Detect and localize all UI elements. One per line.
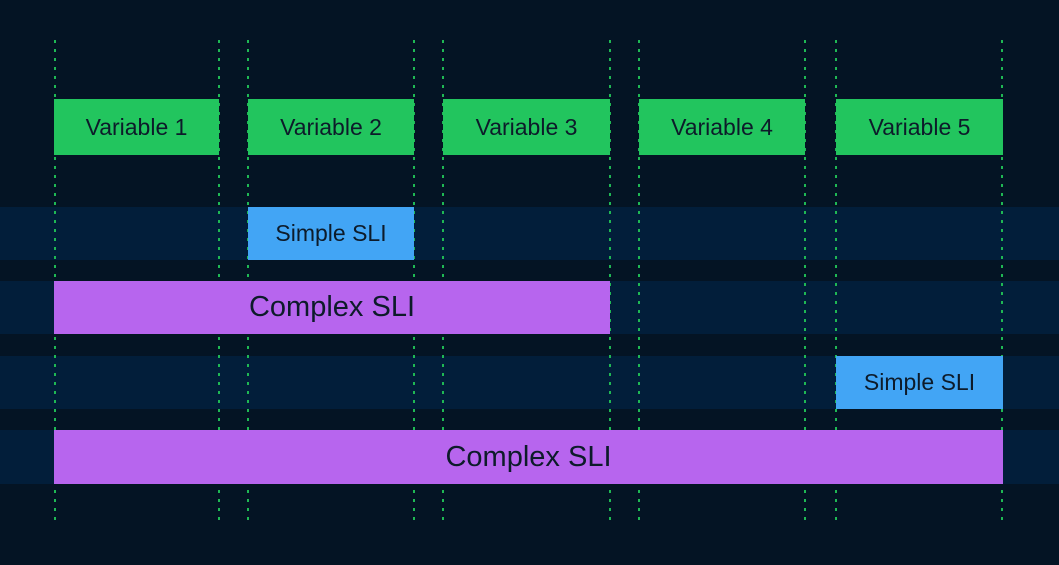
- complex-sli-bar[interactable]: Complex SLI: [54, 430, 1003, 484]
- variable-bar[interactable]: Variable 2: [248, 99, 414, 155]
- guide-10: [1001, 40, 1003, 526]
- complex-sli-label: Complex SLI: [248, 291, 415, 323]
- variable-bar[interactable]: Variable 1: [54, 99, 219, 155]
- guide-9: [835, 40, 837, 526]
- variable-bar-label: Variable 1: [85, 113, 188, 140]
- variable-bar[interactable]: Variable 5: [836, 99, 1003, 155]
- guide-6: [609, 40, 611, 526]
- variable-bar[interactable]: Variable 4: [639, 99, 805, 155]
- simple-sli-bar[interactable]: Simple SLI: [248, 207, 414, 260]
- simple-sli-label: Simple SLI: [863, 369, 976, 395]
- variable-bar[interactable]: Variable 3: [443, 99, 610, 155]
- variable-bar-label: Variable 4: [671, 113, 773, 140]
- complex-sli-bar[interactable]: Complex SLI: [54, 281, 610, 334]
- track-band-1: [0, 207, 1059, 260]
- variable-bar-label: Variable 5: [868, 113, 971, 140]
- simple-sli-bar[interactable]: Simple SLI: [836, 356, 1003, 409]
- simple-sli-label: Simple SLI: [275, 220, 387, 246]
- guide-7: [638, 40, 640, 526]
- variable-bar-label: Variable 2: [280, 113, 382, 140]
- guide-8: [804, 40, 806, 526]
- variable-bar-label: Variable 3: [475, 113, 578, 140]
- complex-sli-label: Complex SLI: [445, 440, 612, 473]
